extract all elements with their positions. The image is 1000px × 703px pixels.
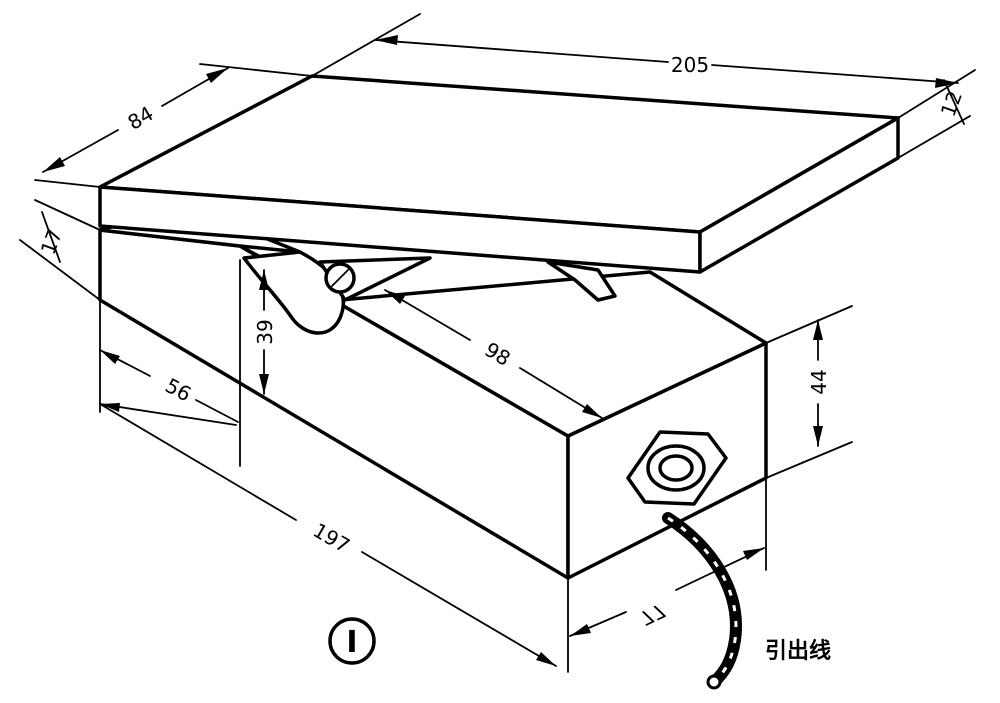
- figure-number: I: [328, 617, 376, 665]
- cable-sheen: [667, 516, 738, 684]
- dim-label-44: 44: [807, 369, 831, 394]
- dim-label-56: 56: [161, 373, 195, 406]
- cable: [662, 512, 742, 688]
- socket-hole: [658, 454, 694, 482]
- dim-label-17: 17: [36, 226, 67, 258]
- dim-hinge-height: 17: [19, 199, 101, 301]
- dim-overall-length: 205: [311, 13, 976, 119]
- lead-wire: 引出线: [662, 512, 831, 690]
- rear-support: [546, 260, 617, 302]
- dim-label-197: 197: [309, 518, 354, 558]
- dim-pedal-thickness: 12: [897, 79, 971, 159]
- dim-label-205: 205: [671, 53, 709, 77]
- base-box: [98, 220, 768, 580]
- figure-number-label: I: [346, 625, 357, 660]
- screw-slot: [331, 269, 349, 287]
- hinge-bracket: [242, 250, 617, 335]
- dim-base-height: 44: [765, 305, 853, 479]
- dim-hinge-block: 39: [253, 269, 277, 395]
- figure-number-circle: [328, 617, 376, 665]
- dim-label-84: 84: [123, 101, 157, 135]
- pedal-plate: [98, 74, 900, 274]
- dim-label-77: 77: [636, 598, 669, 631]
- dim-label-39: 39: [253, 319, 277, 344]
- cable-end: [706, 674, 722, 690]
- lead-wire-label: 引出线: [765, 638, 831, 664]
- cable-socket: [626, 430, 728, 506]
